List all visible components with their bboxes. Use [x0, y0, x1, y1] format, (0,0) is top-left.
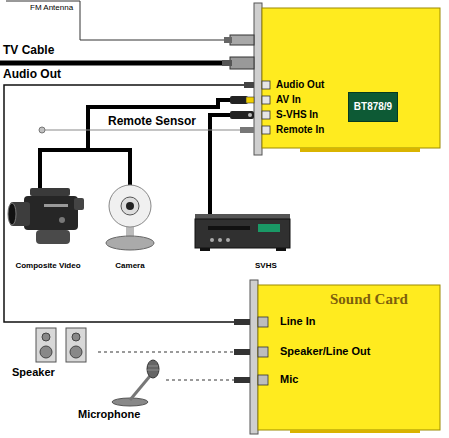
- text-slot: Remote In: [276, 124, 324, 136]
- port-label: Audio Out: [276, 79, 324, 90]
- wire-label-slot: Audio Out: [3, 68, 61, 82]
- text-slot: Line In: [280, 315, 315, 328]
- text-slot: Speaker/Line Out: [280, 345, 370, 358]
- edge-fingers: [290, 430, 420, 433]
- text-slot: AV In: [276, 94, 301, 106]
- card-bracket: [250, 280, 258, 434]
- vcr-icon: [195, 214, 290, 251]
- chip-label: BT878/9: [354, 101, 392, 112]
- sound-card-board: [258, 285, 440, 430]
- text-slot: BT878/9: [349, 101, 397, 113]
- device-caption: Microphone: [78, 408, 140, 420]
- text-slot: Microphone: [78, 408, 140, 421]
- camcorder: Composite Video: [6, 188, 90, 274]
- port-label: AV In: [276, 94, 301, 105]
- device-caption: Speaker: [12, 366, 55, 378]
- text-slot: Sound Card: [330, 291, 408, 308]
- audio-wire: [4, 85, 262, 322]
- sensor-dot: [39, 127, 45, 133]
- microphone: Microphone: [74, 360, 166, 424]
- sound-card: Sound CardLine In Speaker/Line OutMic: [258, 285, 440, 430]
- camcorder-icon: [8, 188, 84, 244]
- chip: BT878/9: [348, 92, 398, 122]
- port-label: S-VHS In: [276, 109, 318, 120]
- text-slot: SVHS: [255, 261, 277, 270]
- wire-label: Audio Out: [3, 67, 61, 81]
- card-bracket: [254, 3, 262, 155]
- text-slot: Audio Out: [276, 79, 324, 91]
- device-caption: Composite Video: [15, 261, 80, 270]
- text-slot: Speaker: [12, 366, 55, 379]
- port-label: Mic: [280, 373, 298, 385]
- sound-plugs: [234, 319, 250, 383]
- sensor-label: Remote Sensor: [108, 114, 196, 128]
- text-slot: Mic: [280, 373, 298, 386]
- text-slot: S-VHS In: [276, 109, 318, 121]
- video-wire: [88, 100, 262, 185]
- speaker: Speaker: [8, 326, 98, 384]
- card-plugs: [222, 35, 254, 133]
- tv-card-board: [262, 8, 440, 148]
- label-slot: Remote Sensor: [108, 115, 196, 129]
- sound-ports: [258, 317, 268, 385]
- vcr: SVHS: [195, 214, 290, 274]
- tv-card: Audio Out AV In S-VHS In Remote In BT878/9: [262, 8, 440, 148]
- antenna-wire: [6, 1, 228, 40]
- device-caption: Camera: [115, 261, 144, 270]
- antenna-label: FM Antenna: [30, 3, 73, 12]
- edge-fingers: [300, 148, 420, 152]
- port-label: Remote In: [276, 124, 324, 135]
- webcam: Camera: [100, 185, 160, 274]
- cable-label: TV Cable: [3, 43, 54, 57]
- card-title: Sound Card: [330, 291, 408, 307]
- microphone-icon: [112, 360, 159, 406]
- label-slot: FM Antenna: [30, 3, 73, 12]
- device-caption: SVHS: [255, 261, 277, 270]
- port-label: Line In: [280, 315, 315, 327]
- text-slot: Camera: [100, 261, 160, 270]
- port-label: Speaker/Line Out: [280, 345, 370, 357]
- label-slot: TV Cable: [3, 44, 54, 58]
- tv-cable: [0, 61, 228, 66]
- card-ports: [262, 81, 270, 134]
- text-slot: Composite Video: [6, 261, 90, 270]
- webcam-icon: [106, 185, 154, 250]
- sensor-wire: [45, 129, 242, 130]
- speaker-icon: [36, 328, 86, 362]
